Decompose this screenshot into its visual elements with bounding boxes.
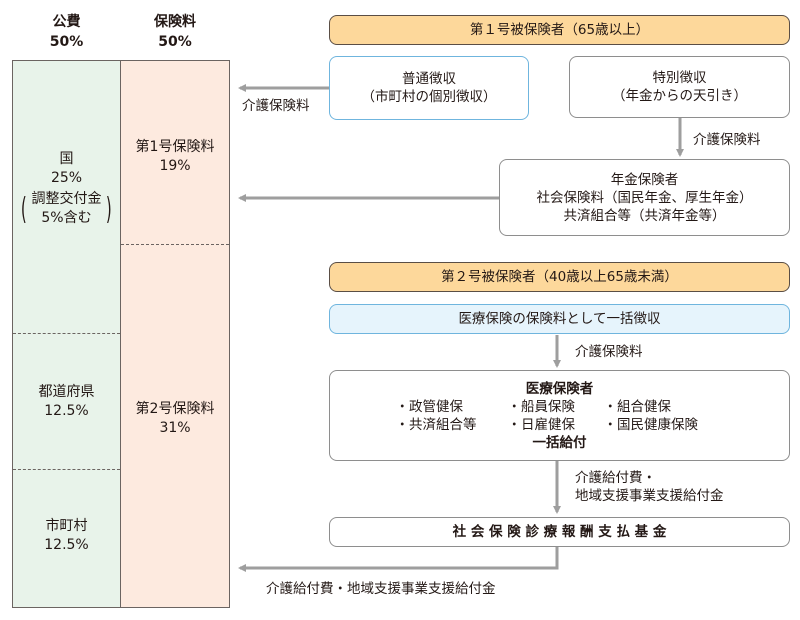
medical-insurer-footer: 一括給付 (532, 434, 587, 451)
premium-divider (121, 244, 229, 245)
pension-insurer-line3: 共済組合等（共済年金等） (563, 207, 726, 224)
pension-insurer-line2: 社会保険料（国民年金、厚生年金） (536, 189, 753, 206)
normal-collection-box: 普通徴収 （市町村の個別徴収） (329, 56, 529, 120)
second-premium-share: 第2号保険料 31% (120, 400, 230, 438)
second-premium-label: 第2号保険料 (135, 401, 215, 417)
fund-box: 社 会 保 険 診 療 報 酬 支 払 基 金 (329, 517, 790, 547)
first-premium-share: 第1号保険料 19% (120, 138, 230, 176)
prefecture-pct: 12.5% (44, 403, 89, 419)
normal-collection-line2: （市町村の個別徴収） (361, 89, 497, 105)
medical-insurer-item: ・政管健保 (395, 398, 464, 415)
national-label: 国 (59, 151, 74, 167)
first-premium-pct: 19% (159, 158, 191, 174)
first-premium-label: 第1号保険料 (135, 139, 215, 155)
national-pct: 25% (50, 170, 83, 186)
premium-header: 保険料 50% (120, 12, 230, 52)
national-share: 国 25% ( 調整交付金 5%含む ) (12, 150, 121, 228)
public-header: 公費 50% (12, 12, 121, 52)
municipality-share: 市町村 12.5% (12, 517, 121, 555)
pension-insurer-box: 年金保険者 社会保険料（国民年金、厚生年金） 共済組合等（共済年金等） (499, 159, 790, 236)
first-insured-box: 第１号被保険者（65歳以上） (329, 15, 790, 45)
paren-open: ( (20, 192, 27, 227)
second-insured-box: 第２号被保険者（40歳以上65歳未満） (329, 262, 790, 292)
first-insured-label: 第１号被保険者（65歳以上） (469, 22, 650, 38)
national-note-line2: 5%含む (41, 210, 92, 226)
fund-label: 社 会 保 険 診 療 報 酬 支 払 基 金 (452, 524, 667, 540)
special-collection-box: 特別徴収 （年金からの天引き） (569, 56, 790, 118)
medical-collection-box: 医療保険の保険料として一括徴収 (329, 304, 790, 334)
medical-collection-label: 医療保険の保険料として一括徴収 (458, 311, 661, 327)
normal-collection-line1: 普通徴収 (402, 71, 456, 87)
premium-header-pct: 50% (158, 34, 192, 50)
medical-insurer-item: ・船員保険 (507, 398, 576, 415)
prefecture-label: 都道府県 (38, 384, 95, 400)
municipality-pct: 12.5% (44, 537, 89, 553)
second-insured-label: 第２号被保険者（40歳以上65歳未満） (441, 269, 678, 285)
public-header-label: 公費 (52, 14, 81, 30)
label-premium-right: 介護保険料 (693, 132, 761, 148)
medical-insurer-item: ・日雇健保 (507, 416, 576, 433)
label-benefit-line2: 地域支援事業支援給付金 (575, 488, 724, 504)
label-premium-mid: 介護保険料 (575, 344, 643, 360)
public-header-pct: 50% (49, 34, 84, 50)
municipality-label: 市町村 (45, 518, 88, 534)
arrow-fund-to-municipality (238, 547, 559, 572)
public-divider-2 (13, 469, 120, 470)
medical-insurer-title: 医療保険者 (525, 380, 594, 397)
special-collection-line1: 特別徴収 (652, 70, 707, 86)
pension-insurer-line1: 年金保険者 (610, 171, 679, 188)
medical-insurer-item: ・国民健康保険 (603, 416, 699, 433)
public-divider-1 (13, 333, 120, 334)
premium-header-label: 保険料 (154, 14, 196, 30)
premium-column (120, 60, 230, 608)
medical-insurer-item: ・共済組合等 (395, 416, 477, 433)
national-note-line1: 調整交付金 (31, 191, 102, 207)
national-note: ( 調整交付金 5%含む ) (12, 190, 121, 228)
label-bottom: 介護給付費・地域支援事業支援給付金 (266, 581, 496, 597)
prefecture-share: 都道府県 12.5% (12, 383, 121, 421)
medical-insurer-list: ・政管健保 ・船員保険 ・組合健保 ・共済組合等 ・日雇健保 ・国民健康保険 (396, 398, 724, 434)
special-collection-line2: （年金からの天引き） (612, 88, 747, 104)
paren-close: ) (106, 192, 113, 227)
medical-insurer-box: 医療保険者 ・政管健保 ・船員保険 ・組合健保 ・共済組合等 ・日雇健保 ・国民… (329, 370, 790, 461)
second-premium-pct: 31% (159, 420, 191, 436)
medical-insurer-item: ・組合健保 (603, 398, 672, 415)
label-premium-left: 介護保険料 (242, 98, 310, 114)
label-benefit-line1: 介護給付費・ (575, 470, 656, 486)
